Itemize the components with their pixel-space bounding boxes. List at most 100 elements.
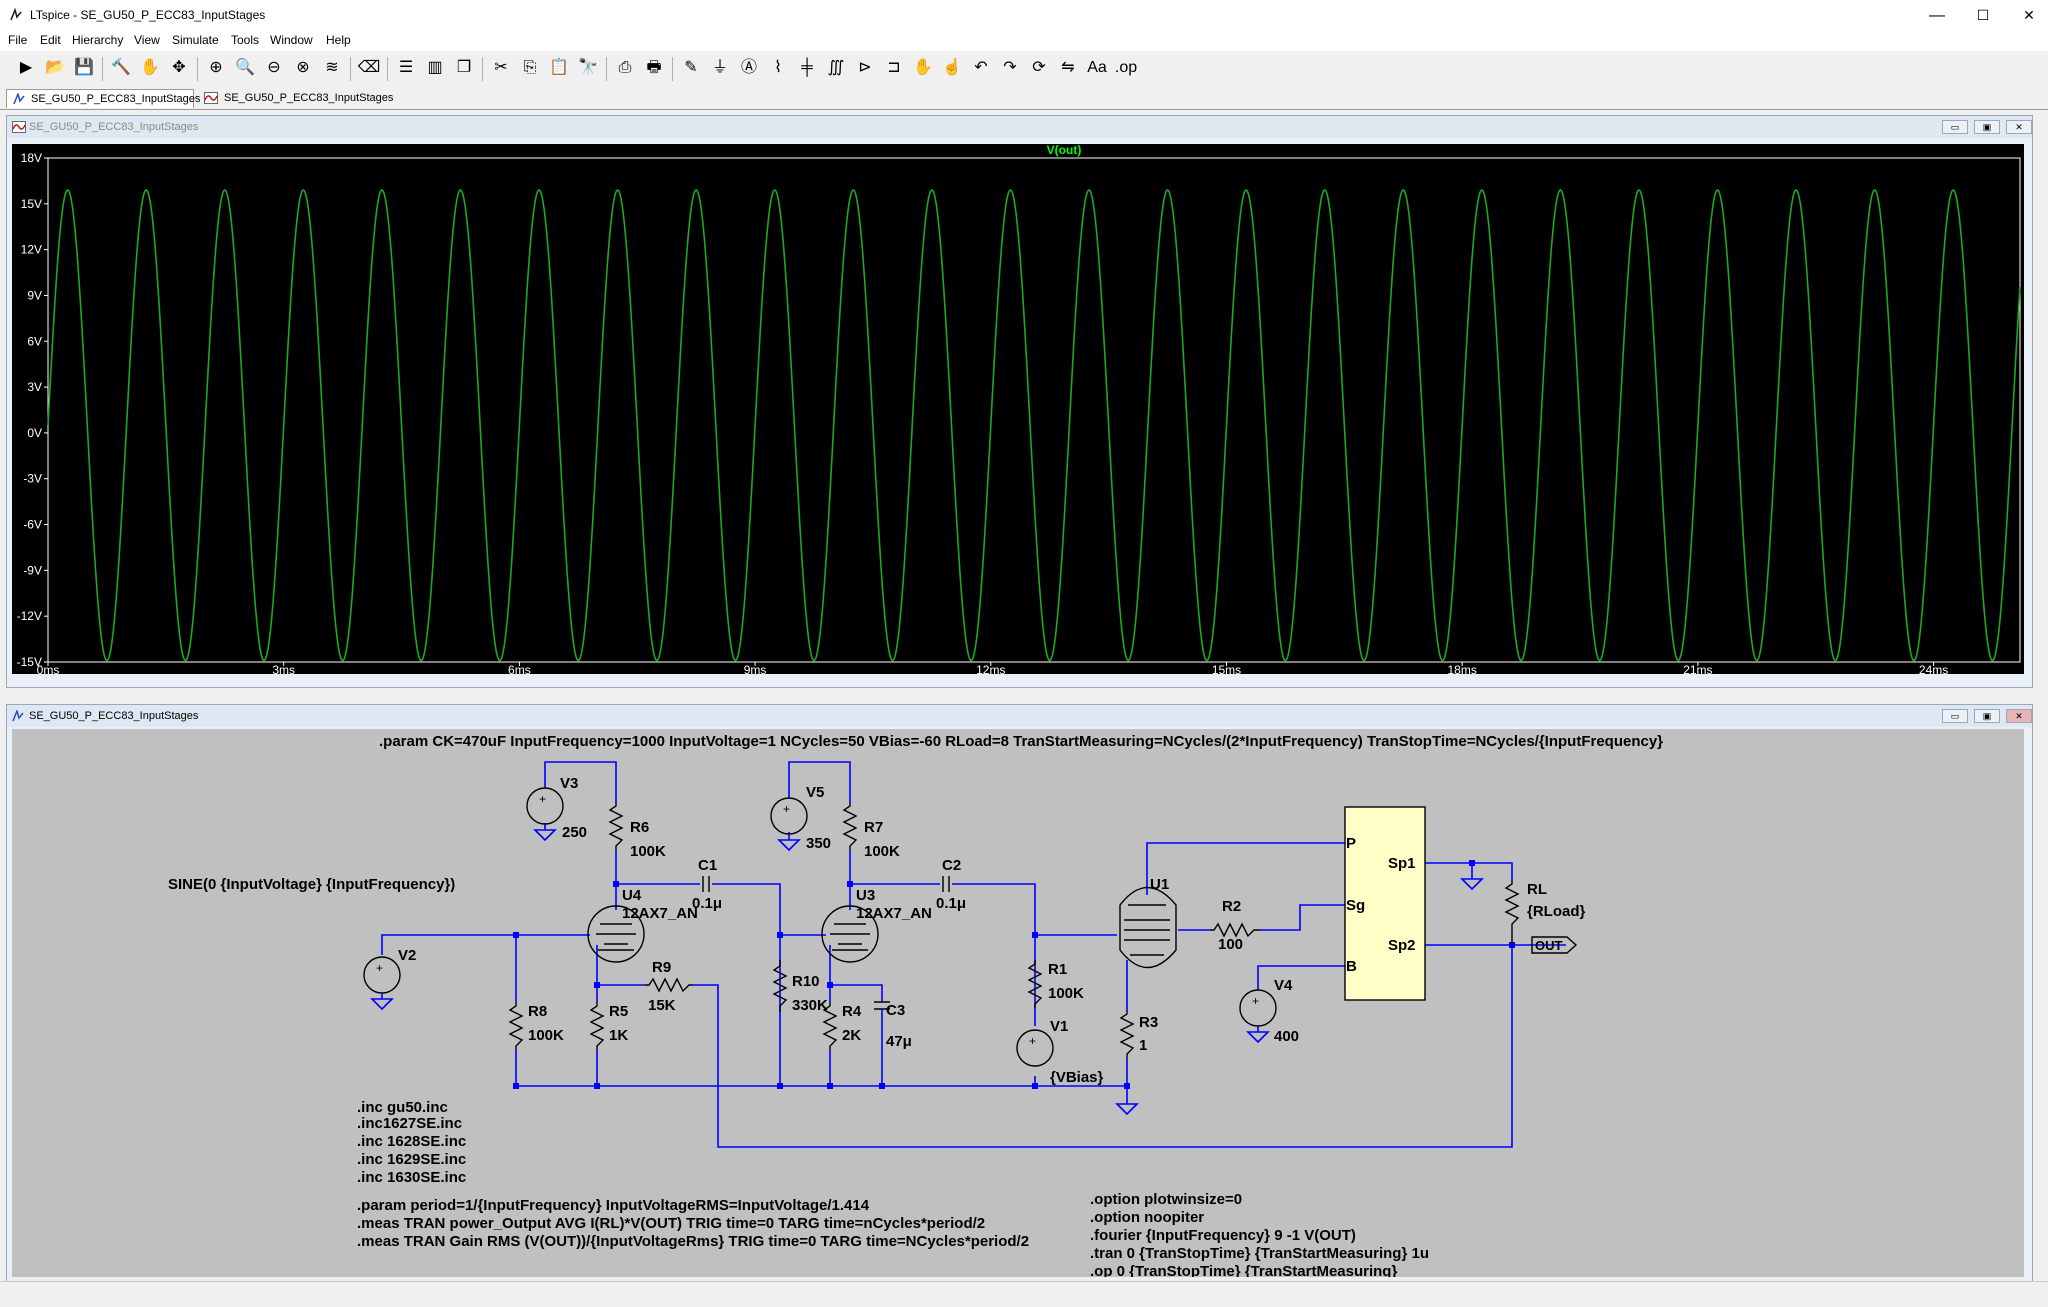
autoscale-icon[interactable]: ≋ [325, 59, 339, 76]
out-net-label[interactable]: OUT [1531, 936, 1578, 954]
minimize-button[interactable]: — [1929, 7, 1945, 24]
tab-schematic[interactable]: SE_GU50_P_ECC83_InputStages [6, 89, 200, 108]
trace-title[interactable]: V(out) [1047, 143, 1082, 157]
menu-window[interactable]: Window [270, 33, 313, 47]
resistor-r5[interactable]: R5 1K [589, 1002, 628, 1050]
svg-text:{RLoad}: {RLoad} [1527, 903, 1586, 920]
pan-icon[interactable]: ✥ [172, 59, 186, 76]
save-icon[interactable]: 💾 [74, 59, 94, 76]
source-function-label[interactable]: SINE(0 {InputVoltage} {InputFrequency}) [168, 876, 455, 893]
print-preview-icon[interactable]: ⎙ [618, 59, 632, 76]
menu-tools[interactable]: Tools [231, 33, 260, 47]
undo-icon[interactable]: ↶ [974, 59, 988, 76]
maximize-button[interactable]: ☐ [1976, 7, 1990, 23]
find-icon[interactable]: 🔭 [578, 59, 598, 76]
mdi-close-button[interactable]: ✕ [2006, 120, 2032, 134]
resistor-r9[interactable]: R9 15K [645, 959, 693, 1014]
resistor-r4[interactable]: R4 2K [822, 1002, 862, 1050]
tube-u3[interactable]: U3 12AX7_AN [821, 887, 932, 963]
capacitor-c2[interactable]: C2 0.1μ [936, 857, 966, 912]
resistor-r3[interactable]: R3 1 [1119, 1010, 1158, 1060]
resistor-r1[interactable]: R1 100K [1027, 960, 1084, 1008]
resistor-icon[interactable]: ⌇ [774, 59, 782, 76]
window-caption: SE_GU50_P_ECC83_InputStages [29, 710, 199, 722]
drag-icon[interactable]: ☝ [942, 59, 962, 76]
zoom-fit-icon[interactable]: ⊗ [296, 59, 310, 76]
delete-trace-icon[interactable]: ⌫ [357, 59, 381, 76]
include-directives[interactable]: .inc gu50.inc .inc1627SE.inc .inc 1628SE… [357, 1099, 466, 1186]
voltage-source-v5[interactable]: + V5 350 [770, 784, 831, 852]
svg-text:400: 400 [1274, 1028, 1299, 1045]
output-transformer[interactable]: P Sg B Sp1 Sp2 [1344, 806, 1426, 1001]
window-caption: SE_GU50_P_ECC83_InputStages [29, 121, 199, 133]
voltage-source-v4[interactable]: + V4 400 [1239, 977, 1299, 1045]
menu-view[interactable]: View [134, 33, 160, 47]
mdi-restore-button[interactable]: ▣ [1974, 709, 2000, 723]
resistor-r2[interactable]: R2 100 [1210, 898, 1260, 953]
diode-icon[interactable]: ⊳ [858, 59, 872, 76]
menu-hierarchy[interactable]: Hierarchy [72, 33, 124, 47]
measure-directives[interactable]: .param period=1/{InputFrequency} InputVo… [357, 1197, 1029, 1250]
resistor-r8[interactable]: R8 100K [508, 1002, 564, 1050]
paste-icon[interactable]: 📋 [549, 59, 569, 76]
toolbar-separator [672, 57, 673, 81]
control-panel-icon[interactable]: 🔨 [111, 59, 131, 76]
print-icon[interactable]: 🖶 [646, 59, 662, 76]
ground-icon[interactable]: ⏚ [711, 59, 728, 76]
menu-simulate[interactable]: Simulate [172, 33, 219, 47]
inductor-icon[interactable]: ∭ [827, 59, 845, 76]
tile-horizontal-icon[interactable]: ☰ [398, 59, 414, 76]
rotate-icon[interactable]: ⟳ [1032, 59, 1046, 76]
capacitor-c1[interactable]: C1 0.1μ [692, 857, 722, 912]
open-icon[interactable]: 📂 [45, 59, 65, 76]
capacitor-icon[interactable]: ╪ [801, 59, 813, 76]
capacitor-c3[interactable]: C3 47μ [874, 1001, 912, 1050]
zoom-out-icon[interactable]: ⊖ [267, 59, 281, 76]
svg-text:RL: RL [1527, 881, 1547, 898]
resistor-r10[interactable]: R10 330K [772, 960, 828, 1014]
label-icon[interactable]: Ⓐ [740, 59, 757, 76]
voltage-source-v1[interactable]: + V1 {VBias} [1016, 1018, 1104, 1086]
tube-u4[interactable]: U4 12AX7_AN [587, 887, 698, 963]
menu-file[interactable]: File [8, 33, 28, 47]
trace-vout[interactable] [47, 189, 2021, 662]
redo-icon[interactable]: ↷ [1003, 59, 1017, 76]
resistor-r6[interactable]: R6 100K [608, 802, 666, 860]
schematic-canvas[interactable]: .param CK=470uF InputFrequency=1000 Inpu… [12, 729, 2024, 1277]
menu-edit[interactable]: Edit [40, 33, 61, 47]
mdi-minimize-button[interactable]: ▭ [1942, 709, 1968, 723]
copy-icon[interactable]: ⎘ [523, 59, 537, 76]
param-directive[interactable]: .param CK=470uF InputFrequency=1000 Inpu… [379, 733, 1663, 750]
mdi-close-button[interactable]: ✕ [2006, 709, 2032, 723]
cut-icon[interactable]: ✂ [494, 59, 508, 76]
component-icon[interactable]: ⊐ [887, 59, 901, 76]
schematic-drawing[interactable]: .param CK=470uF InputFrequency=1000 Inpu… [12, 729, 2024, 1277]
voltage-source-v3[interactable]: + V3 250 [526, 775, 587, 841]
voltage-source-v2[interactable]: + V2 [363, 947, 416, 1010]
run-icon[interactable]: ▶ [19, 59, 33, 76]
spice-directive-icon[interactable]: .op [1114, 59, 1138, 76]
tab-waveform[interactable]: SE_GU50_P_ECC83_InputStages [200, 89, 393, 108]
zoom-area-icon[interactable]: 🔍 [235, 59, 255, 76]
text-icon[interactable]: Aa [1087, 59, 1107, 76]
tube-u1[interactable]: U1 [1119, 876, 1177, 968]
tile-vertical-icon[interactable]: ▥ [427, 59, 443, 76]
mdi-restore-button[interactable]: ▣ [1974, 120, 2000, 134]
halt-icon[interactable]: ✋ [140, 59, 160, 76]
mdi-minimize-button[interactable]: ▭ [1942, 120, 1968, 134]
waveform-chart[interactable]: V(out)18V15V12V9V6V3V0V-3V-6V-9V-12V-15V… [12, 143, 2024, 677]
resistor-rl[interactable]: RL {RLoad} [1504, 880, 1586, 945]
resistor-r7[interactable]: R7 100K [842, 802, 900, 860]
move-icon[interactable]: ✋ [913, 59, 933, 76]
close-button[interactable]: ✕ [2023, 7, 2035, 23]
y-tick-label: 6V [27, 334, 42, 348]
menu-help[interactable]: Help [326, 33, 351, 47]
svg-text:.op 0 {TranStopTime} {TranStar: .op 0 {TranStopTime} {TranStartMeasuring… [1090, 1263, 1397, 1277]
mirror-icon[interactable]: ⇋ [1061, 59, 1075, 76]
cascade-icon[interactable]: ❐ [456, 59, 472, 76]
zoom-in-icon[interactable]: ⊕ [209, 59, 223, 76]
svg-text:100: 100 [1218, 936, 1243, 953]
simulation-directives[interactable]: .option plotwinsize=0 .option noopiter .… [1090, 1191, 1429, 1277]
wire-icon[interactable]: ✎ [684, 59, 698, 76]
